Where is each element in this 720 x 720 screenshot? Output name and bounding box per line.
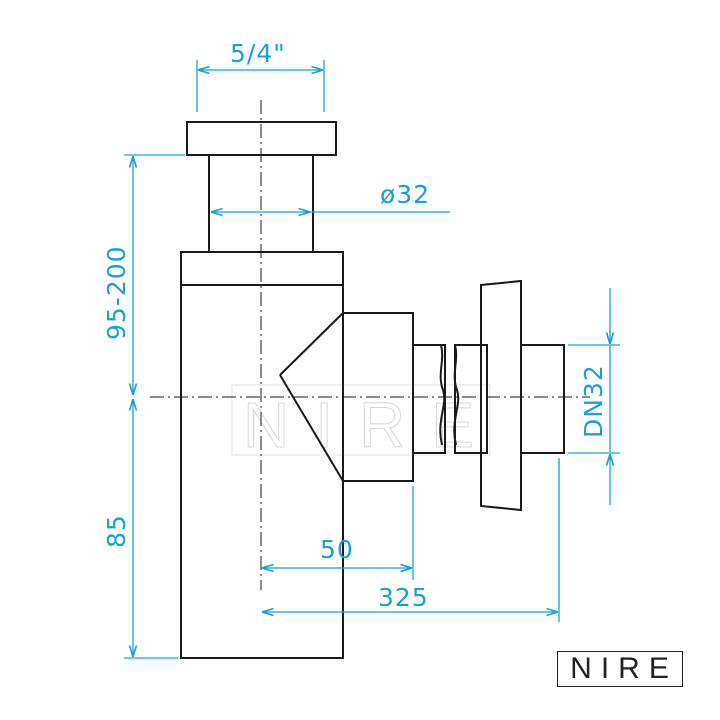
collar bbox=[180, 251, 344, 286]
wall-flange bbox=[480, 279, 522, 512]
dim-outlet-dn-label: DN32 bbox=[579, 364, 608, 438]
dim-outlet-offset-label: 50 bbox=[320, 535, 354, 564]
dim-height-adjust-label: 95-200 bbox=[102, 245, 131, 340]
dimensions bbox=[124, 60, 620, 659]
dim-height-outlet-label: 85 bbox=[102, 514, 131, 548]
dim-wall-length-label: 325 bbox=[378, 583, 429, 612]
outlet-sleeve bbox=[520, 344, 565, 454]
centerlines bbox=[150, 100, 590, 590]
dim-thread-label: 5/4" bbox=[230, 39, 286, 68]
watermark: NIRE bbox=[231, 384, 500, 462]
dim-pipe-diameter-label: ø32 bbox=[380, 180, 430, 209]
bottle-body bbox=[180, 284, 344, 659]
brand-logo: NIRE bbox=[557, 651, 683, 687]
brand-logo-text: NIRE bbox=[570, 652, 678, 685]
outlet-pipe-far bbox=[454, 344, 488, 454]
watermark-text: NIRE bbox=[243, 389, 500, 461]
siphon-body bbox=[180, 121, 565, 659]
